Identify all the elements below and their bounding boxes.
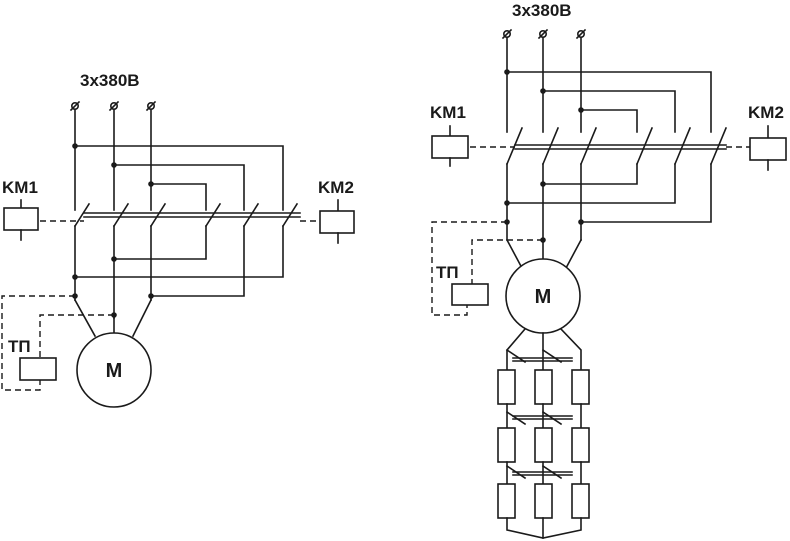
right-thermal-relay-circuit [431,221,543,316]
left-km1-coil [3,199,39,241]
left-junction-dots [72,143,154,318]
left-km2-contacts [74,202,299,297]
left-motor-label: M [106,360,123,382]
right-km1-label: KM1 [430,103,466,122]
left-supply-label: 3x380B [80,71,140,90]
right-km2-contacts [506,126,728,223]
right-junction-dots [504,69,584,243]
left-motor-leads [73,298,153,338]
right-thermal-relay-label: TП [436,263,459,282]
right-supply-terminals [501,28,587,40]
right-km1-contacts [505,126,598,241]
left-mechanical-linkage [40,212,320,222]
left-km2-coil [319,199,355,244]
left-thermal-relay-circuit [1,295,114,391]
right-motor-label: M [535,286,552,308]
right-rotor-leads [506,327,582,371]
right-busbars [506,37,712,133]
right-supply-label: 3x380B [512,1,572,20]
left-km1-label: KM1 [2,178,38,197]
left-motor [76,332,152,408]
right-scheme: 3x380B [430,1,787,539]
right-km1-coil [431,125,469,167]
right-mechanical-linkage [470,144,750,150]
right-km2-coil [749,125,787,171]
left-busbars [74,109,284,211]
right-motor-leads [505,238,583,270]
right-km2-label: KM2 [748,103,784,122]
right-shorting-contacts [505,348,573,480]
left-km1-contacts [73,202,167,319]
left-supply-terminals [69,100,157,112]
left-thermal-relay-label: TП [8,337,31,356]
right-resistor-ladder [497,369,590,539]
left-km2-label: KM2 [318,178,354,197]
left-scheme: 3x380B [1,71,355,408]
